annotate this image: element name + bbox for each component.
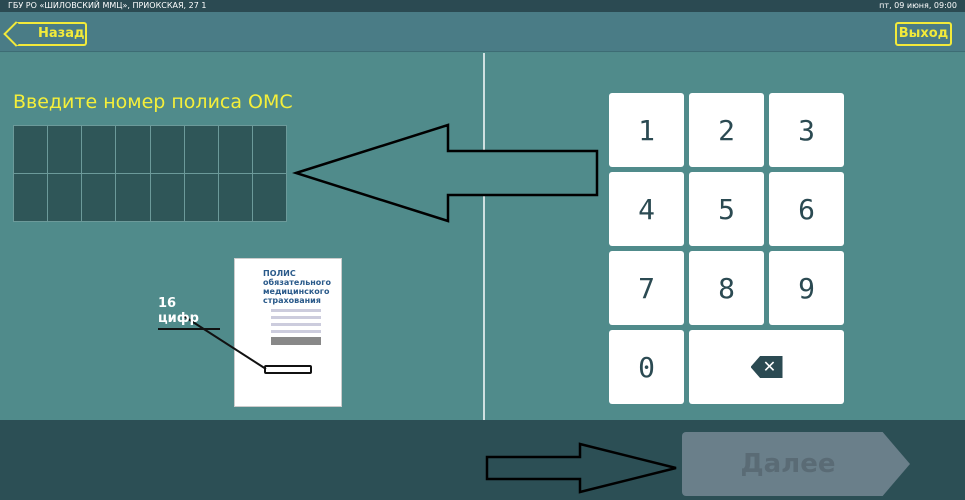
arrow-right-icon	[485, 442, 677, 494]
key-4[interactable]: 4	[609, 172, 684, 246]
policy-card-image: ПОЛИС обязательного медицинского страхов…	[234, 258, 342, 407]
key-6[interactable]: 6	[769, 172, 844, 246]
key-7[interactable]: 7	[609, 251, 684, 325]
key-2[interactable]: 2	[689, 93, 764, 167]
datetime: пт, 09 июня, 09:00	[879, 1, 957, 10]
key-0[interactable]: 0	[609, 330, 684, 404]
org-address: ГБУ РО «ШИЛОВСКИЙ ММЦ», ПРИОКСКАЯ, 27 1	[8, 1, 207, 10]
pointer-line	[181, 314, 267, 370]
page-title: Введите номер полиса ОМС	[13, 91, 293, 113]
header: Назад Выход	[0, 12, 965, 52]
arrow-left-icon	[292, 123, 599, 223]
key-1[interactable]: 1	[609, 93, 684, 167]
next-button[interactable]: Далее	[682, 432, 910, 496]
key-8[interactable]: 8	[689, 251, 764, 325]
hint-label: 16 цифр	[158, 296, 220, 330]
back-button[interactable]: Назад	[16, 22, 87, 46]
key-3[interactable]: 3	[769, 93, 844, 167]
main-area: Введите номер полиса ОМС ПОЛИС обязатель…	[0, 53, 965, 420]
key-9[interactable]: 9	[769, 251, 844, 325]
footer: Далее	[0, 420, 965, 500]
divider	[483, 53, 485, 420]
backspace-button[interactable]: ✕	[689, 330, 844, 404]
exit-button[interactable]: Выход	[895, 22, 952, 46]
policy-number-input[interactable]	[13, 125, 287, 222]
status-bar: ГБУ РО «ШИЛОВСКИЙ ММЦ», ПРИОКСКАЯ, 27 1 …	[0, 0, 965, 12]
card-title: ПОЛИС обязательного медицинского страхов…	[263, 269, 331, 305]
backspace-icon: ✕	[750, 356, 783, 378]
key-5[interactable]: 5	[689, 172, 764, 246]
